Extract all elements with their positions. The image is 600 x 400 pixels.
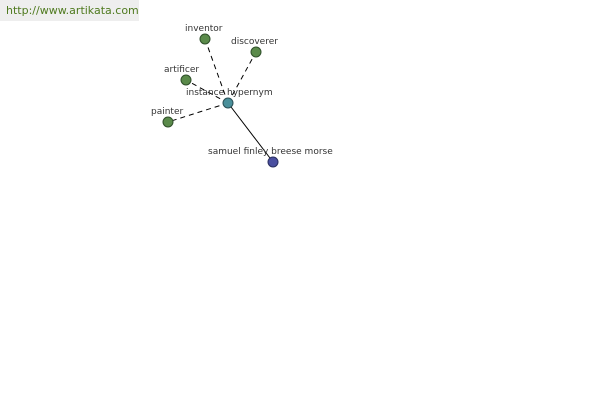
edge-term [227, 102, 274, 163]
label-artificer: artificer [164, 65, 199, 75]
node-instance-hypernym[interactable] [222, 97, 234, 109]
node-samuel-finley-breese-morse[interactable] [267, 156, 279, 168]
label-discoverer: discoverer [231, 37, 278, 47]
edge-artificer [185, 79, 229, 104]
label-inventor: inventor [185, 24, 223, 34]
label-instance-hypernym: instance hypernym [186, 88, 273, 98]
edge-discoverer [227, 51, 257, 104]
edge-painter [167, 102, 229, 123]
node-artificer[interactable] [180, 74, 192, 86]
node-inventor[interactable] [199, 33, 211, 45]
label-samuel-finley-breese-morse: samuel finley breese morse [208, 147, 333, 157]
node-painter[interactable] [162, 116, 174, 128]
edge-inventor [204, 38, 229, 104]
artikata-link[interactable]: http://www.artikata.com [0, 0, 139, 21]
node-discoverer[interactable] [250, 46, 262, 58]
label-painter: painter [151, 107, 183, 117]
